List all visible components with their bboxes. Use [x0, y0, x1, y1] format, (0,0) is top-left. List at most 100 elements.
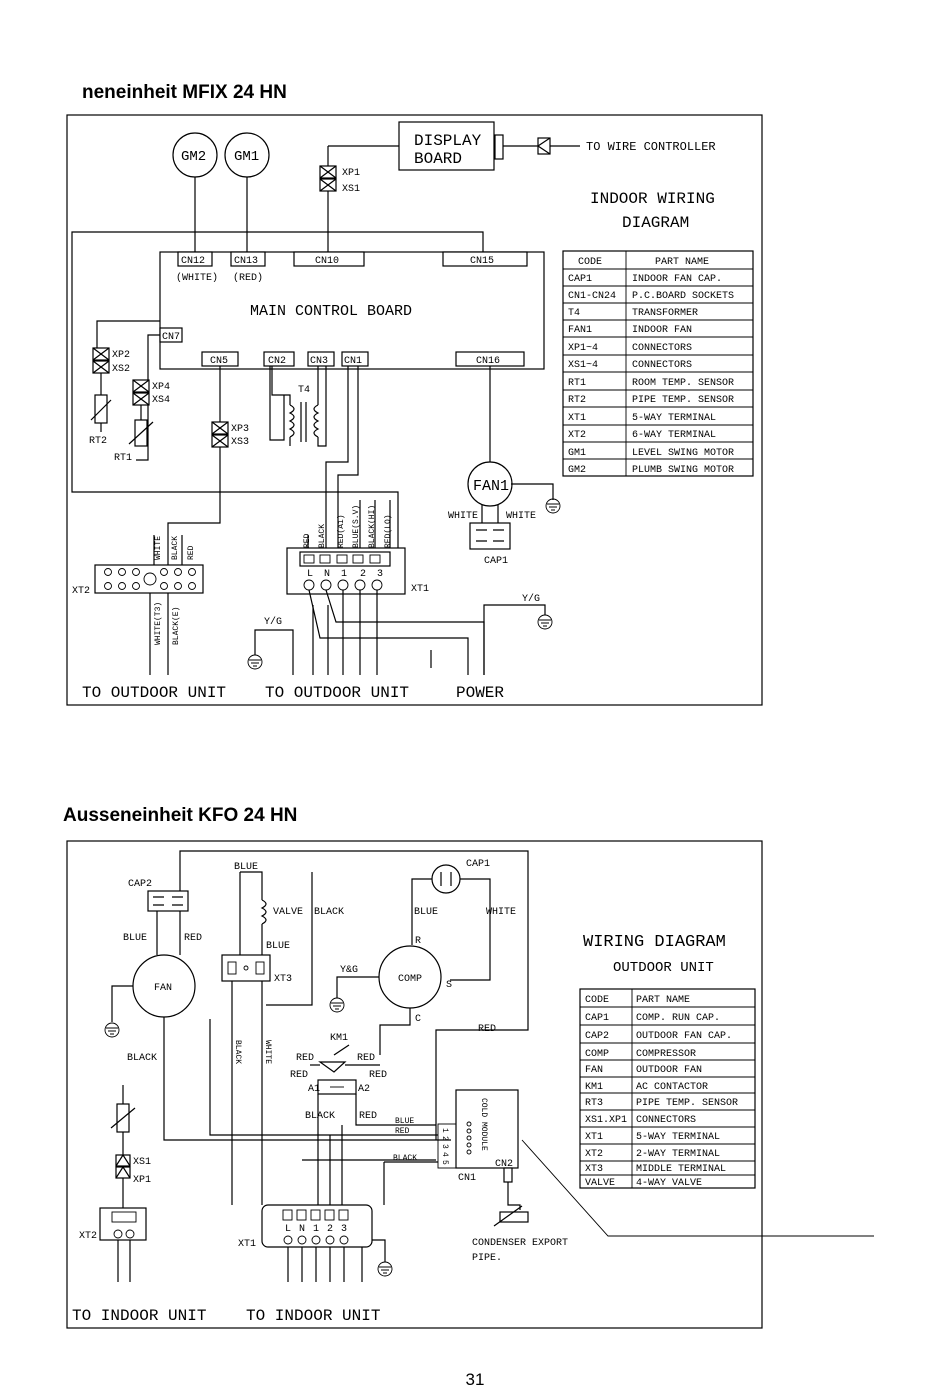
indoor-table-part: INDOOR FAN CAP. — [632, 274, 722, 285]
comp-wire-white: WHITE — [486, 907, 516, 918]
outdoor-table-header-code: CODE — [585, 995, 609, 1006]
xt1-label-3: 3 — [377, 569, 383, 580]
indoor-table-part: 5-WAY TERMINAL — [632, 413, 716, 424]
xt1-label: XT1 — [238, 1239, 256, 1250]
cn12-color: (WHITE) — [176, 272, 218, 284]
xs1-label: XS1 — [133, 1157, 151, 1168]
outdoor-wiring-diagram: WIRING DIAGRAM OUTDOOR UNIT CAP2 BLUE RE… — [66, 840, 874, 1329]
ground-icon — [545, 498, 561, 514]
cn13-color: (RED) — [233, 272, 263, 284]
km1-wire-black: BLACK — [305, 1111, 335, 1122]
rt2-sensor — [94, 394, 108, 424]
outdoor-table-code: COMP — [585, 1049, 609, 1060]
comp-label: COMP — [398, 974, 422, 985]
outdoor-table-code: XT2 — [585, 1149, 603, 1160]
outdoor-table-part: OUTDOOR FAN CAP. — [636, 1031, 732, 1042]
outdoor-table-code: XT3 — [585, 1164, 603, 1175]
xt2-label: XT2 — [79, 1231, 97, 1242]
ground-icon — [104, 1022, 120, 1038]
outdoor-table-part: COMP. RUN CAP. — [636, 1013, 720, 1024]
fan-wire-blue: BLUE — [123, 933, 147, 944]
xt1-label-l: L — [307, 569, 313, 580]
indoor-table-code: CAP1 — [568, 274, 592, 285]
xp4-label: XP4 — [152, 382, 170, 393]
km1-wire-red-2: RED — [357, 1053, 375, 1064]
outdoor-ground-label: Y/G — [264, 616, 282, 628]
display-board-label-1: DISPLAY — [414, 132, 482, 150]
fan1-label: FAN1 — [473, 478, 509, 495]
cap2-capacitor — [147, 890, 189, 912]
indoor-bottom-label-1: TO OUTDOOR UNIT — [82, 684, 226, 702]
km1-wire-red-4: RED — [369, 1070, 387, 1081]
comp-terminal-r: R — [415, 936, 421, 947]
cn16-socket: CN16 — [476, 356, 500, 367]
fan-wire-white-2: WHITE — [506, 511, 536, 522]
indoor-parts-table: CODE PART NAME CAP1 INDOOR FAN CAP. CN1-… — [562, 250, 754, 477]
outdoor-xt1-2: 2 — [327, 1224, 333, 1235]
xs4-label: XS4 — [152, 395, 170, 406]
ground-icon — [247, 654, 263, 670]
indoor-table-part: CONNECTORS — [632, 343, 692, 354]
xt2-wire-black: BLACK — [171, 536, 180, 560]
valve-wire-black: BLACK — [314, 907, 344, 918]
outdoor-table-part: 4-WAY VALVE — [636, 1178, 702, 1189]
indoor-table-part: PLUMB SWING MOTOR — [632, 465, 734, 476]
outdoor-bottom-label-2: TO INDOOR UNIT — [246, 1307, 380, 1325]
outdoor-table-code: VALVE — [585, 1178, 615, 1189]
km1-wire-red-1: RED — [296, 1053, 314, 1064]
cold-module — [455, 1089, 519, 1169]
indoor-bottom-label-2: TO OUTDOOR UNIT — [265, 684, 409, 702]
outdoor-table-part: CONNECTORS — [636, 1115, 696, 1126]
indoor-frame — [66, 114, 763, 706]
display-board — [398, 121, 495, 171]
t4-label: T4 — [298, 385, 310, 396]
gm1-label: GM1 — [234, 149, 259, 165]
indoor-table-part: TRANSFORMER — [632, 308, 698, 319]
condenser-sensor — [499, 1211, 529, 1223]
cn2-socket: CN2 — [268, 356, 286, 367]
fan-label: FAN — [154, 983, 172, 994]
xt3-wire-white: WHITE — [263, 1040, 272, 1064]
module-wire-red: RED — [395, 1127, 410, 1136]
cap2-label: CAP2 — [128, 879, 152, 890]
outdoor-xt1-n: N — [299, 1224, 305, 1235]
comp-wire-red: RED — [478, 1024, 496, 1035]
xt2-terminal — [99, 1207, 147, 1241]
outdoor-table-part: PIPE TEMP. SENSOR — [636, 1098, 738, 1109]
xt1-label-1: 1 — [341, 569, 347, 580]
main-control-board — [159, 251, 545, 370]
xt2-wire-black-e: BLACK(E) — [172, 607, 181, 645]
xp2-label: XP2 — [112, 350, 130, 361]
indoor-wiring-diagram: DISPLAY BOARD TO WIRE CONTROLLER INDOOR … — [66, 114, 763, 706]
xt1-label-2: 2 — [360, 569, 366, 580]
page-number: 31 — [465, 1370, 485, 1389]
km1-label: KM1 — [330, 1033, 348, 1044]
indoor-diagram-title-2: DIAGRAM — [622, 214, 689, 232]
xt1-wire-blue-sv: BLUE(S.V) — [352, 505, 361, 548]
xp1-label: XP1 — [342, 168, 360, 179]
gm2-label: GM2 — [181, 149, 206, 165]
xt1-label: XT1 — [411, 584, 429, 595]
km1-contactor — [318, 1061, 347, 1073]
cn3-socket: CN3 — [310, 356, 328, 367]
indoor-table-code: FAN1 — [568, 325, 592, 336]
ground-icon — [329, 997, 345, 1013]
xt1-wire-black-hi: BLACK(HI) — [368, 505, 377, 548]
indoor-table-code: GM1 — [568, 448, 586, 459]
outdoor-section-title: Ausseneinheit KFO 24 HN — [63, 805, 298, 826]
fan-wire-red: RED — [184, 933, 202, 944]
km1-wire-red-3: RED — [290, 1070, 308, 1081]
ground-icon — [377, 1261, 393, 1277]
cold-module-label: COLD MODULE — [479, 1098, 488, 1151]
outdoor-xt1-3: 3 — [341, 1224, 347, 1235]
xt1-label-n: N — [324, 569, 330, 580]
km1-a2: A2 — [358, 1084, 370, 1095]
comp-terminal-c: C — [415, 1014, 421, 1025]
outdoor-diagram-title-1: WIRING DIAGRAM — [583, 933, 726, 952]
outdoor-parts-table: CODE PART NAME CAP1 COMP. RUN CAP. CAP2 … — [579, 988, 756, 1189]
cap1-capacitor — [431, 864, 461, 894]
indoor-table-code: RT2 — [568, 395, 586, 406]
indoor-section-title: neneinheit MFIX 24 HN — [82, 82, 287, 103]
outdoor-xt1-l: L — [285, 1224, 291, 1235]
indoor-bottom-label-3: POWER — [456, 684, 504, 702]
